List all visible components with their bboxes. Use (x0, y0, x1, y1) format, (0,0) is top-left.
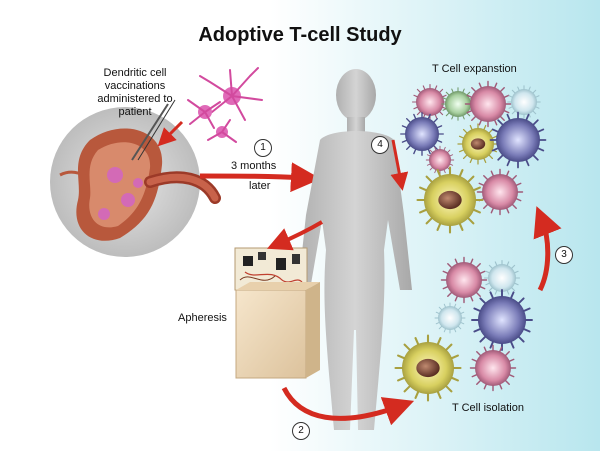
t-cell-isolation-cluster (396, 258, 533, 401)
step-1-label-line2: later (249, 180, 271, 192)
t-cell-icon (472, 290, 532, 350)
dendritic-label-line: Dendritic cell (103, 67, 167, 79)
t-cell-icon (396, 336, 461, 401)
t-cell-icon (458, 124, 498, 164)
arrow-step-2 (281, 386, 415, 426)
dendritic-label-line: administered to (97, 93, 173, 105)
step-3-badge: 3 (555, 246, 573, 264)
syringe-icon (131, 99, 176, 161)
human-body-icon (298, 69, 412, 430)
arrow-step-3 (533, 206, 562, 292)
diagram-title: Adoptive T-cell Study (198, 24, 402, 46)
dendritic-cell-icon (187, 67, 263, 143)
step-4-badge: 4 (371, 136, 389, 154)
step-1-label-line1: 3 months (231, 160, 277, 172)
t-cell-icon (442, 88, 475, 121)
t-cell-icon (466, 82, 511, 127)
t-cell-icon (413, 85, 448, 120)
t-cell-isolation-label: T Cell isolation (452, 402, 524, 414)
t-cell-icon (435, 303, 465, 333)
step-1-badge: 1 (254, 139, 272, 157)
t-cell-expansion-cluster (401, 82, 546, 233)
dendritic-label-line: vaccinations (104, 80, 166, 92)
t-cell-icon (426, 146, 454, 174)
t-cell-icon (471, 346, 516, 391)
arrow-step-1 (199, 162, 321, 193)
step-2-badge: 2 (292, 422, 310, 440)
dendritic-label-line: patient (118, 106, 152, 118)
dendritic-cell-label: Dendritic cell vaccinations administered… (70, 67, 200, 119)
apheresis-label: Apheresis (178, 312, 227, 324)
arrow-body-to-apheresis (266, 220, 324, 251)
apheresis-machine-icon (234, 247, 320, 379)
t-cell-expansion-label: T Cell expanstion (432, 63, 517, 75)
arrow-step-4 (390, 139, 409, 191)
t-cell-icon (485, 261, 520, 296)
t-cell-icon (491, 113, 546, 168)
t-cell-icon (478, 170, 523, 215)
t-cell-icon (418, 168, 483, 233)
t-cell-icon (442, 258, 487, 303)
t-cell-icon (401, 113, 444, 156)
t-cell-icon (508, 86, 541, 119)
